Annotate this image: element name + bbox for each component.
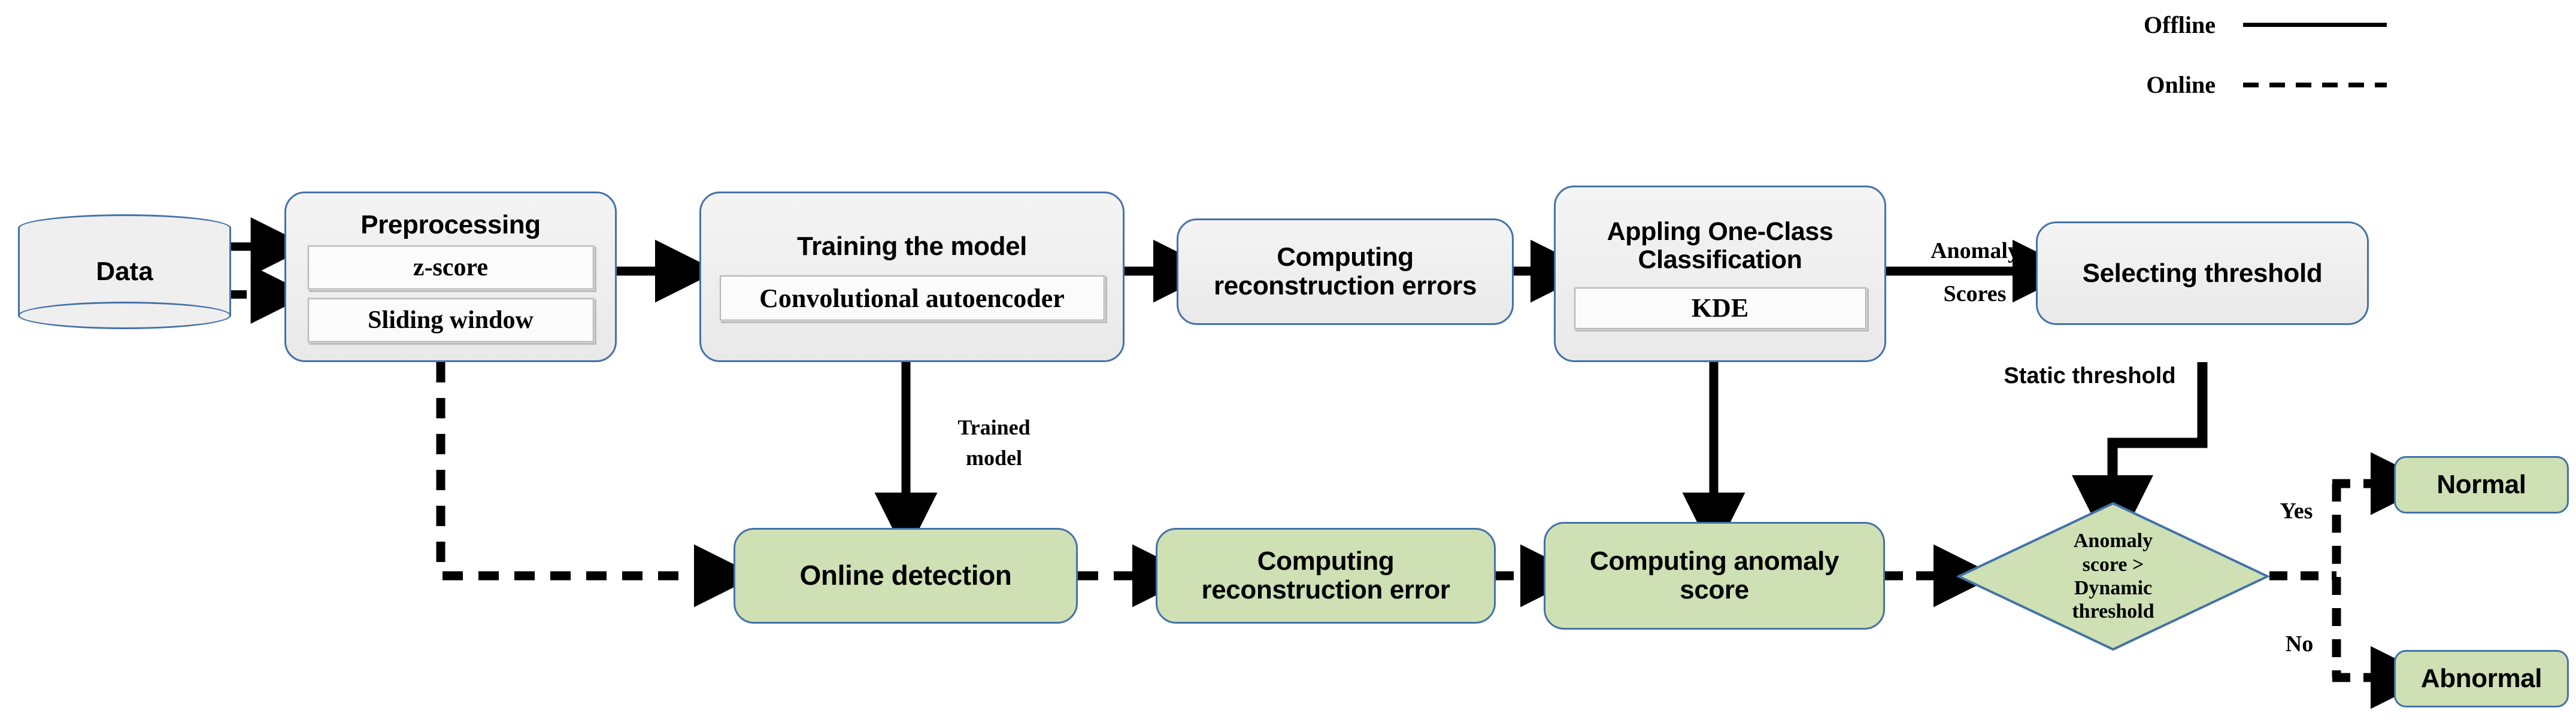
legend-online-row: Online: [2102, 71, 2389, 99]
edge-preprocessing-to-online-detection-dashed: [436, 362, 757, 607]
node-online-detection-title: Online detection: [799, 560, 1012, 591]
edge-label-anomaly-scores-line2: Scores: [1943, 281, 2007, 306]
edge-label-trained-model-line1: Trained: [957, 415, 1031, 439]
node-training-the-model[interactable]: Training the model Convolutional autoenc…: [699, 192, 1125, 362]
node-recon-error-line2: reconstruction error: [1201, 575, 1450, 604]
edge-label-yes: Yes: [2280, 499, 2313, 524]
subbox-z-score[interactable]: z-score: [307, 245, 595, 291]
node-recon-errors-line1: Computing: [1277, 242, 1414, 272]
node-recon-errors-line2: reconstruction errors: [1213, 271, 1477, 300]
node-preprocessing-title: Preprocessing: [360, 209, 541, 239]
node-computing-reconstruction-errors[interactable]: Computing reconstruction errors: [1177, 218, 1514, 325]
legend-online-label: Online: [2146, 71, 2216, 98]
legend-offline-line: [2243, 23, 2387, 27]
decision-line1: Anomaly: [2073, 530, 2153, 552]
legend-offline-row: Offline: [2102, 11, 2389, 39]
decision-line4: threshold: [2072, 600, 2154, 623]
node-abnormal[interactable]: Abnormal: [2394, 650, 2569, 707]
subbox-sliding-window[interactable]: Sliding window: [307, 297, 595, 344]
node-anomaly-score-line2: score: [1680, 575, 1749, 604]
node-one-class-line2: Classification: [1638, 245, 1802, 274]
node-decision-anomaly-score-vs-dynamic-threshold[interactable]: Anomaly score > Dynamic threshold: [1957, 502, 2269, 651]
node-data[interactable]: Data: [18, 214, 231, 329]
node-abnormal-label: Abnormal: [2420, 664, 2542, 694]
edge-label-no: No: [2285, 631, 2314, 657]
node-online-detection[interactable]: Online detection: [734, 528, 1078, 624]
node-anomaly-score-line1: Computing anomaly: [1589, 546, 1839, 576]
node-preprocessing[interactable]: Preprocessing z-score Sliding window: [284, 192, 617, 362]
subbox-kde[interactable]: KDE: [1573, 286, 1867, 330]
subbox-convolutional-autoencoder[interactable]: Convolutional autoencoder: [719, 275, 1105, 322]
node-normal-label: Normal: [2436, 470, 2526, 500]
node-computing-anomaly-score[interactable]: Computing anomaly score: [1544, 522, 1885, 630]
decision-diamond-shape: [1957, 502, 2269, 651]
edge-label-static-threshold: Static threshold: [2004, 363, 2176, 388]
decision-line3: Dynamic: [2074, 577, 2153, 599]
node-one-class-line1: Appling One-Class: [1607, 217, 1833, 247]
node-appling-one-class-classification[interactable]: Appling One-Class Classification KDE: [1554, 186, 1886, 362]
node-training-title: Training the model: [797, 231, 1027, 261]
node-selecting-threshold[interactable]: Selecting threshold: [2036, 221, 2369, 325]
legend-online-line: [2243, 82, 2387, 87]
data-cylinder-bottom: [18, 302, 231, 329]
edge-label-anomaly-scores-line1: Anomaly: [1931, 238, 2019, 263]
node-selecting-threshold-title: Selecting threshold: [2082, 258, 2323, 288]
node-data-label: Data: [96, 257, 153, 286]
node-decision-text: Anomaly score > Dynamic threshold: [1957, 502, 2269, 651]
node-normal[interactable]: Normal: [2394, 456, 2569, 514]
node-recon-error-line1: Computing: [1257, 546, 1395, 576]
decision-line2: score >: [2082, 553, 2144, 576]
legend-offline-label: Offline: [2144, 11, 2216, 38]
edge-label-trained-model-line2: model: [966, 446, 1022, 470]
node-computing-reconstruction-error[interactable]: Computing reconstruction error: [1156, 528, 1496, 624]
